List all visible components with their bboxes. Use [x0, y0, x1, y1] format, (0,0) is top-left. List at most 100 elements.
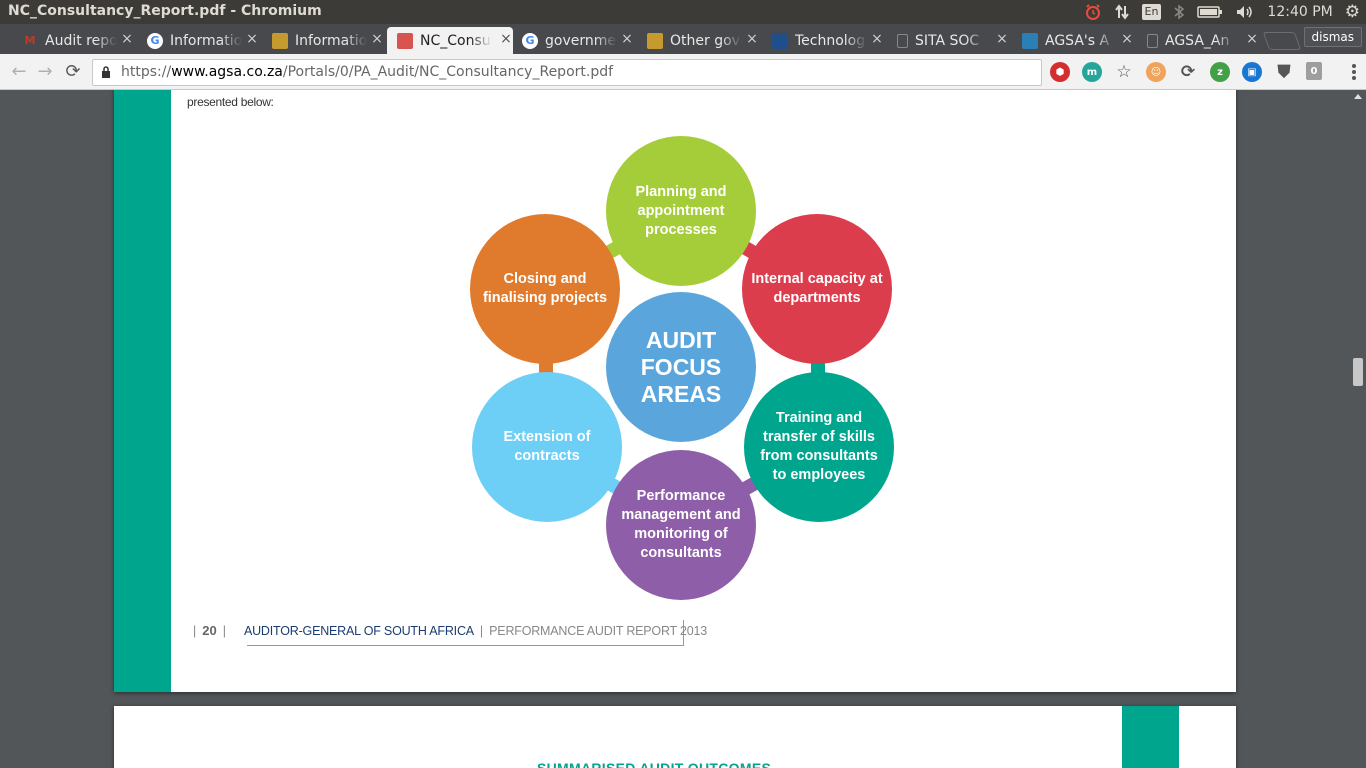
keyboard-layout-icon[interactable]: En	[1136, 0, 1168, 24]
system-tray: En 12:40 PM ⚙	[1078, 0, 1366, 24]
close-tab-icon[interactable]: ×	[121, 31, 133, 47]
m-extension-icon[interactable]: m	[1082, 62, 1102, 82]
lock-icon	[102, 66, 110, 78]
tab-title: Information	[170, 32, 242, 49]
agsa-logo-icon	[1022, 32, 1038, 49]
footer-organisation: AUDITOR-GENERAL OF SOUTH AFRICA	[243, 623, 474, 638]
shield-extension-icon[interactable]: ⛊	[1277, 62, 1291, 82]
tab-4[interactable]: NC_Consultancy ×	[387, 27, 513, 54]
footer-separator: |	[479, 623, 484, 638]
diagram-center-label: AUDIT FOCUS AREAS	[640, 326, 722, 407]
mountain-logo-icon	[772, 32, 788, 49]
face-extension-icon[interactable]: ☺	[1146, 62, 1166, 82]
volume-icon[interactable]	[1229, 0, 1261, 24]
tab-1[interactable]: M Audit report×	[22, 27, 134, 54]
settings-gear-icon[interactable]: ⚙	[1344, 2, 1360, 22]
refresh-extension-icon[interactable]: ⟳	[1180, 62, 1196, 82]
alarm-clock-icon[interactable]	[1078, 0, 1108, 24]
focus-area-label: Training and transfer of skills from con…	[760, 410, 878, 483]
screen-extension-icon[interactable]: ▣	[1242, 62, 1262, 82]
pdf-viewer[interactable]: presented below: Planning and appointmen…	[0, 90, 1366, 768]
close-tab-icon[interactable]: ×	[996, 31, 1008, 47]
forward-arrow-icon[interactable]: →	[37, 61, 53, 82]
tab-8[interactable]: SITA SOC ×	[897, 27, 1009, 54]
tab-10[interactable]: AGSA_An ×	[1147, 27, 1259, 54]
clock-time[interactable]: 12:40 PM	[1267, 4, 1333, 20]
window-title-bar: NC_Consultancy_Report.pdf - Chromium En …	[0, 0, 1366, 24]
tab-9[interactable]: AGSA's A ×	[1022, 27, 1134, 54]
back-arrow-icon[interactable]: ←	[11, 61, 27, 82]
close-tab-icon[interactable]: ×	[1121, 31, 1133, 47]
diagram-center-node: AUDIT FOCUS AREAS	[606, 292, 756, 442]
address-bar[interactable]: https://www.agsa.co.za/Portals/0/PA_Audi…	[92, 59, 1042, 86]
ublock-icon[interactable]: ⬢	[1050, 62, 1070, 82]
tab-title: AGSA_An	[1165, 32, 1230, 49]
page-accent-bar	[114, 90, 171, 692]
battery-icon[interactable]	[1191, 0, 1229, 24]
footer-frame	[247, 620, 684, 646]
focus-area-node: Closing and finalising projects	[470, 214, 620, 364]
url-scheme: https://	[121, 64, 172, 80]
coat-of-arms-icon	[647, 32, 663, 49]
profile-button[interactable]: dismas	[1303, 27, 1362, 47]
blank-page-icon	[1147, 33, 1158, 48]
page-footer: | 20 | AUDITOR-GENERAL OF SOUTH AFRICA |…	[187, 623, 707, 638]
url-text: https://www.agsa.co.za/Portals/0/PA_Audi…	[121, 64, 613, 80]
focus-area-node: Training and transfer of skills from con…	[744, 372, 894, 522]
close-tab-icon[interactable]: ×	[621, 31, 633, 47]
focus-area-label: Internal capacity at departments	[751, 271, 883, 306]
close-tab-icon[interactable]: ×	[871, 31, 883, 47]
focus-area-label: Planning and appointment processes	[635, 183, 727, 238]
close-tab-icon[interactable]: ×	[1246, 31, 1258, 47]
tab-title: Audit report	[45, 32, 117, 49]
tab-title: Other government	[670, 32, 742, 49]
footer-separator: |	[193, 623, 197, 638]
tab-6[interactable]: Other government×	[647, 27, 759, 54]
tab-title: government	[545, 32, 617, 49]
focus-area-node: Internal capacity at departments	[742, 214, 892, 364]
intro-text: presented below:	[187, 95, 274, 109]
tab-5[interactable]: Ggovernment×	[522, 27, 634, 54]
tab-title: Technology	[795, 32, 867, 49]
scrollbar-thumb[interactable]	[1353, 358, 1363, 386]
tab-title: SITA SOC	[915, 32, 980, 49]
window-title: NC_Consultancy_Report.pdf - Chromium	[8, 3, 322, 19]
tab-3[interactable]: Information×	[272, 27, 384, 54]
gmail-icon: M	[24, 34, 36, 47]
focus-area-node: Extension of contracts	[472, 372, 622, 522]
tab-title: AGSA's A	[1045, 32, 1110, 49]
tab-7[interactable]: Technology×	[772, 27, 884, 54]
new-tab-button[interactable]	[1262, 32, 1302, 50]
focus-area-node: Performance management and monitoring of…	[606, 450, 756, 600]
snooze-extension-icon[interactable]: z	[1210, 62, 1230, 82]
pdf-page-next: SUMMARISED AUDIT OUTCOMES	[114, 706, 1236, 768]
focus-area-label: Extension of contracts	[503, 429, 591, 464]
blank-page-icon	[897, 33, 908, 48]
close-tab-icon[interactable]: ×	[500, 31, 512, 47]
tab-title: NC_Consultancy	[420, 32, 492, 49]
bluetooth-icon[interactable]	[1167, 0, 1191, 24]
footer-report-title: PERFORMANCE AUDIT REPORT 2013	[489, 623, 708, 638]
zero-badge-icon[interactable]: 0	[1306, 62, 1322, 80]
page-accent-bar	[1122, 706, 1179, 768]
close-tab-icon[interactable]: ×	[246, 31, 258, 47]
url-path: /Portals/0/PA_Audit/NC_Consultancy_Repor…	[282, 64, 614, 80]
network-transfer-icon[interactable]	[1108, 0, 1136, 24]
keyboard-layout-label: En	[1141, 4, 1162, 20]
tab-2[interactable]: GInformation×	[147, 27, 259, 54]
vertical-scrollbar[interactable]	[1350, 90, 1366, 768]
scroll-up-arrow-icon[interactable]	[1354, 94, 1362, 99]
reload-icon[interactable]: ⟳	[65, 61, 81, 82]
browser-toolbar: ← → ⟳ https://www.agsa.co.za/Portals/0/P…	[0, 54, 1366, 90]
browser-menu-icon[interactable]	[1352, 64, 1356, 82]
section-heading: SUMMARISED AUDIT OUTCOMES	[537, 760, 772, 768]
coat-of-arms-icon	[272, 32, 288, 49]
bookmark-star-icon[interactable]: ☆	[1116, 62, 1132, 82]
url-host: www.agsa.co.za	[171, 64, 283, 80]
pdf-swirl-icon	[397, 32, 413, 49]
close-tab-icon[interactable]: ×	[746, 31, 758, 47]
close-tab-icon[interactable]: ×	[371, 31, 383, 47]
focus-area-label: Performance management and monitoring of…	[621, 488, 741, 561]
